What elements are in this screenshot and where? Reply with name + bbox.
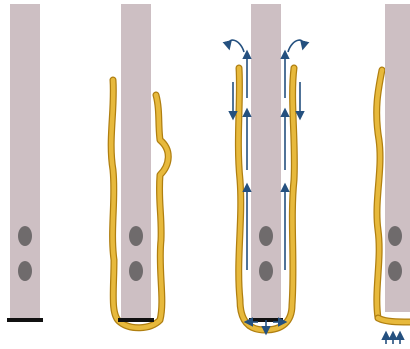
implant-hole — [18, 226, 32, 246]
implant-hole — [129, 226, 143, 246]
implant-hole — [259, 226, 273, 246]
implant-hole — [259, 261, 273, 281]
flow-arrow — [288, 40, 303, 52]
flow-arrows — [386, 333, 400, 344]
flow-arrow — [229, 40, 244, 52]
implant-hole — [18, 261, 32, 281]
implant-tip — [7, 318, 43, 322]
panel-1 — [7, 4, 43, 322]
implant-hole — [388, 226, 402, 246]
panel-3 — [229, 4, 304, 333]
implant-hole — [129, 261, 143, 281]
panel-2 — [111, 4, 168, 328]
implant-tip — [118, 318, 154, 322]
implant-hole — [388, 261, 402, 281]
panel-4 — [377, 4, 410, 344]
